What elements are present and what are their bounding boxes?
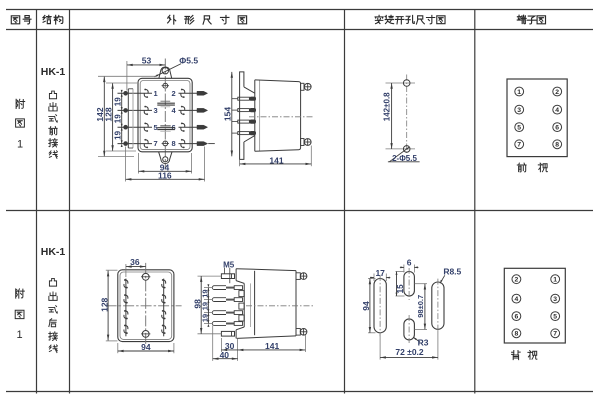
- svg-text:116: 116: [158, 170, 172, 180]
- svg-text:5: 5: [517, 124, 521, 131]
- svg-text:98: 98: [193, 299, 203, 309]
- svg-text:8: 8: [515, 331, 519, 338]
- svg-text:3: 3: [553, 296, 557, 303]
- svg-text:19: 19: [113, 130, 122, 139]
- svg-text:3: 3: [154, 106, 158, 115]
- svg-text:1: 1: [154, 89, 158, 98]
- svg-text:Φ5.5: Φ5.5: [179, 55, 198, 65]
- svg-text:40: 40: [220, 350, 230, 360]
- svg-text:4: 4: [172, 106, 177, 115]
- svg-text:5: 5: [553, 313, 557, 320]
- svg-text:8: 8: [172, 139, 176, 148]
- svg-text:17: 17: [375, 268, 385, 278]
- svg-text:94: 94: [160, 162, 170, 172]
- svg-text:19: 19: [113, 114, 122, 123]
- svg-text:36: 36: [130, 257, 140, 267]
- svg-text:7: 7: [154, 139, 158, 148]
- svg-text:1: 1: [553, 277, 557, 284]
- svg-text:6: 6: [407, 257, 412, 267]
- svg-text:19: 19: [201, 289, 210, 297]
- svg-text:2-Φ5.5: 2-Φ5.5: [392, 154, 417, 163]
- svg-text:4: 4: [555, 107, 559, 114]
- svg-text:128: 128: [99, 297, 109, 311]
- svg-text:128: 128: [103, 107, 113, 121]
- svg-text:6: 6: [555, 124, 559, 131]
- svg-text:94: 94: [361, 301, 371, 311]
- svg-text:72 ±0.2: 72 ±0.2: [395, 347, 424, 357]
- svg-text:142: 142: [95, 107, 105, 121]
- svg-text:19: 19: [201, 314, 210, 322]
- svg-text:15: 15: [396, 284, 405, 293]
- svg-text:HK-1: HK-1: [41, 66, 66, 78]
- svg-text:R8.5: R8.5: [443, 266, 461, 276]
- svg-text:3: 3: [517, 107, 521, 114]
- svg-text:154: 154: [222, 107, 232, 121]
- svg-text:1: 1: [17, 138, 23, 150]
- svg-text:30: 30: [225, 341, 235, 351]
- svg-text:4: 4: [515, 296, 519, 303]
- svg-text:R3: R3: [418, 337, 429, 347]
- svg-text:141: 141: [265, 341, 279, 351]
- svg-text:HK-1: HK-1: [41, 246, 66, 258]
- svg-text:141: 141: [269, 155, 283, 165]
- svg-text:7: 7: [517, 142, 521, 149]
- svg-text:1: 1: [517, 89, 521, 96]
- svg-text:5: 5: [154, 123, 158, 132]
- svg-text:19: 19: [113, 97, 122, 106]
- svg-text:98±0.7: 98±0.7: [416, 295, 425, 318]
- svg-text:7: 7: [553, 331, 557, 338]
- svg-text:2: 2: [172, 89, 176, 98]
- svg-text:2: 2: [515, 277, 519, 284]
- svg-text:94: 94: [141, 342, 151, 352]
- svg-text:53: 53: [142, 55, 152, 65]
- svg-text:1: 1: [17, 329, 23, 341]
- svg-text:6: 6: [515, 313, 519, 320]
- svg-text:8: 8: [555, 142, 559, 149]
- svg-text:142±0.8: 142±0.8: [383, 92, 392, 121]
- svg-text:19: 19: [201, 302, 210, 310]
- svg-text:2: 2: [555, 89, 559, 96]
- svg-text:M5: M5: [223, 260, 235, 269]
